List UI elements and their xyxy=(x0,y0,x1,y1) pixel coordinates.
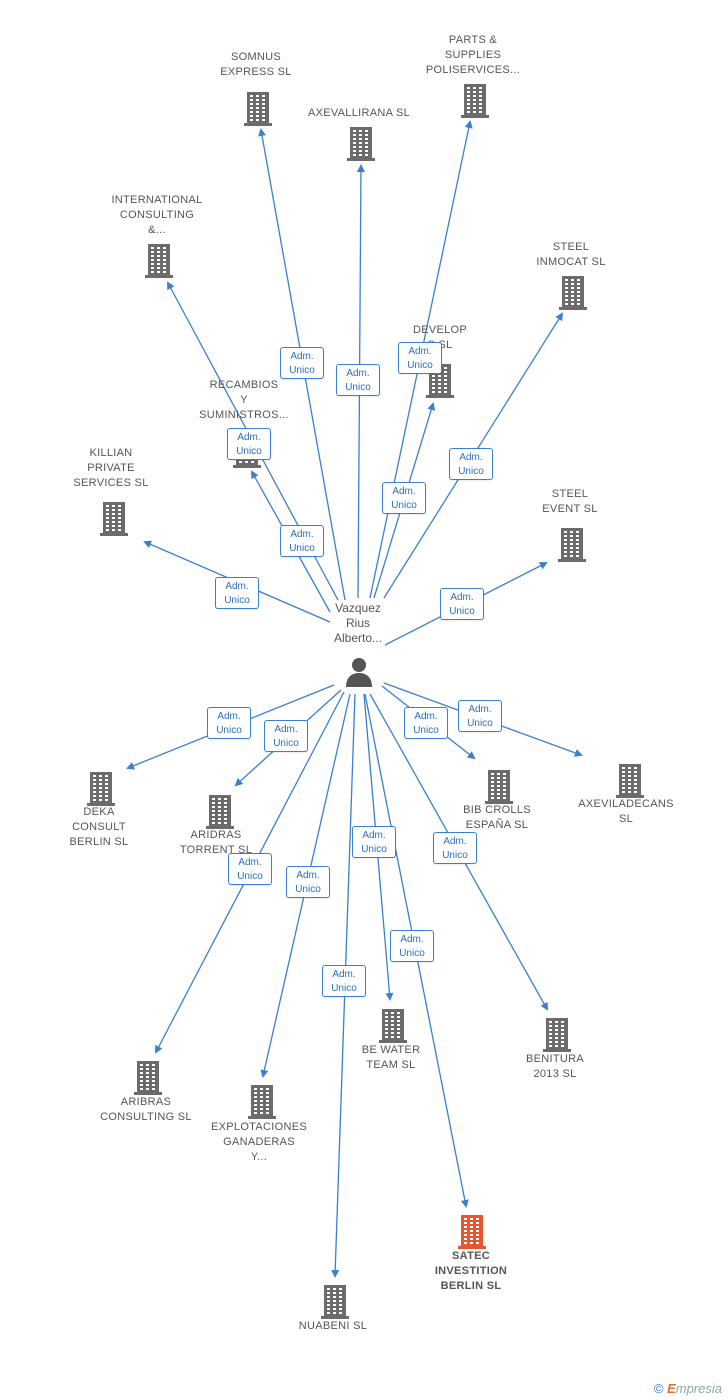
relation-role-line1: Adm. xyxy=(459,452,483,463)
relation-role-line1: Adm. xyxy=(238,857,262,868)
relation-role-line2: Unico xyxy=(331,983,357,994)
relation-role-line1: Adm. xyxy=(290,351,314,362)
relation-role-line2: Unico xyxy=(407,360,433,371)
company-label-international[interactable]: INTERNATIONAL CONSULTING &... xyxy=(111,194,203,236)
relation-role-line1: Adm. xyxy=(225,581,249,592)
relation-role-line1: Adm. xyxy=(392,486,416,497)
company-label-recambios[interactable]: RECAMBIOS Y SUMINISTROS... xyxy=(199,379,289,421)
relation-role-line1: Adm. xyxy=(296,870,320,881)
relation-role-line2: Unico xyxy=(224,595,250,606)
relation-role-line2: Unico xyxy=(236,446,262,457)
company-label-axevallirana[interactable]: AXEVALLIRANA SL xyxy=(307,107,411,119)
relation-role-line2: Unico xyxy=(273,738,299,749)
building-icon[interactable] xyxy=(456,1213,488,1254)
relation-badge-bib[interactable]: Adm. Unico xyxy=(404,707,448,739)
relation-badge-bewater[interactable]: Adm. Unico xyxy=(352,826,396,858)
relation-role-line1: Adm. xyxy=(468,704,492,715)
relation-role-line2: Unico xyxy=(289,365,315,376)
relation-badge-parts[interactable]: Adm. Unico xyxy=(398,342,442,374)
relation-role-line1: Adm. xyxy=(274,724,298,735)
building-icon[interactable] xyxy=(377,1007,409,1048)
center-person-label[interactable]: Vazquez Rius Alberto... xyxy=(333,601,383,645)
relation-badge-satec[interactable]: Adm. Unico xyxy=(390,930,434,962)
relation-role-line2: Unico xyxy=(458,466,484,477)
company-label-aribras[interactable]: ARIBRAS CONSULTING SL xyxy=(100,1096,192,1123)
relation-badge-deka[interactable]: Adm. Unico xyxy=(207,707,251,739)
empresia-watermark: © Empresia xyxy=(653,1381,722,1396)
company-label-somnus[interactable]: SOMNUS EXPRESS SL xyxy=(220,51,292,78)
company-label-axeviladecans[interactable]: AXEVILADECANS SL xyxy=(578,798,674,825)
relation-badge-nuabeni[interactable]: Adm. Unico xyxy=(322,965,366,997)
building-icon[interactable] xyxy=(98,500,130,541)
relation-role-line1: Adm. xyxy=(443,836,467,847)
relation-role-line2: Unico xyxy=(399,948,425,959)
building-icon[interactable] xyxy=(345,125,377,166)
person-icon[interactable] xyxy=(344,656,374,688)
relation-role-line1: Adm. xyxy=(408,346,432,357)
building-icon[interactable] xyxy=(483,768,515,809)
building-icon[interactable] xyxy=(557,274,589,315)
building-icon[interactable] xyxy=(242,90,274,131)
relation-role-line2: Unico xyxy=(289,543,315,554)
relation-role-line2: Unico xyxy=(467,718,493,729)
relation-role-line1: Adm. xyxy=(450,592,474,603)
company-label-parts[interactable]: PARTS & SUPPLIES POLISERVICES... xyxy=(425,34,521,76)
building-icon[interactable] xyxy=(85,770,117,811)
relation-role-line2: Unico xyxy=(442,850,468,861)
relation-badge-aribras[interactable]: Adm. Unico xyxy=(228,853,272,885)
relation-badge-steel-event[interactable]: Adm. Unico xyxy=(440,588,484,620)
building-icon[interactable] xyxy=(541,1016,573,1057)
relation-role-line1: Adm. xyxy=(362,830,386,841)
building-icon[interactable] xyxy=(246,1083,278,1124)
relation-role-line1: Adm. xyxy=(237,432,261,443)
relation-role-line2: Unico xyxy=(345,382,371,393)
company-label-steel-event[interactable]: STEEL EVENT SL xyxy=(542,488,598,515)
relation-role-line2: Unico xyxy=(295,884,321,895)
company-label-nuabeni[interactable]: NUABENI SL xyxy=(298,1320,368,1332)
building-icon[interactable] xyxy=(204,793,236,834)
relation-badge-recambios[interactable]: Adm. Unico xyxy=(227,428,271,460)
building-icon[interactable] xyxy=(614,762,646,803)
relation-badge-killian[interactable]: Adm. Unico xyxy=(215,577,259,609)
relation-role-line2: Unico xyxy=(237,871,263,882)
building-icon[interactable] xyxy=(556,526,588,567)
company-label-explotaciones[interactable]: EXPLOTACIONES GANADERAS Y... xyxy=(211,1121,307,1163)
relation-role-line2: Unico xyxy=(391,500,417,511)
company-label-steel-inmocat[interactable]: STEEL INMOCAT SL xyxy=(536,241,606,268)
relation-badge-somnus[interactable]: Adm. Unico xyxy=(280,347,324,379)
relation-role-line2: Unico xyxy=(413,725,439,736)
relation-badge-develop[interactable]: Adm. Unico xyxy=(382,482,426,514)
building-icon[interactable] xyxy=(459,82,491,123)
relation-role-line1: Adm. xyxy=(414,711,438,722)
relation-role-line1: Adm. xyxy=(332,969,356,980)
relation-badge-explotaciones[interactable]: Adm. Unico xyxy=(286,866,330,898)
company-label-benitura[interactable]: BENITURA 2013 SL xyxy=(525,1053,585,1080)
building-icon[interactable] xyxy=(143,242,175,283)
relation-role-line1: Adm. xyxy=(400,934,424,945)
building-icon[interactable] xyxy=(319,1283,351,1324)
relation-badge-steel-inmocat[interactable]: Adm. Unico xyxy=(449,448,493,480)
relation-role-line1: Adm. xyxy=(290,529,314,540)
relation-badge-international[interactable]: Adm. Unico xyxy=(280,525,324,557)
building-icon[interactable] xyxy=(132,1059,164,1100)
relation-badge-axevallirana[interactable]: Adm. Unico xyxy=(336,364,380,396)
company-label-bib[interactable]: BIB CROLLS ESPAÑA SL xyxy=(463,804,531,831)
relation-badge-benitura[interactable]: Adm. Unico xyxy=(433,832,477,864)
relation-role-line1: Adm. xyxy=(346,368,370,379)
company-label-killian[interactable]: KILLIAN PRIVATE SERVICES SL xyxy=(73,447,149,489)
relation-badge-axeviladecans[interactable]: Adm. Unico xyxy=(458,700,502,732)
relation-role-line1: Adm. xyxy=(217,711,241,722)
relation-role-line2: Unico xyxy=(361,844,387,855)
company-label-deka[interactable]: DEKA CONSULT BERLIN SL xyxy=(69,806,129,848)
company-label-bewater[interactable]: BE WATER TEAM SL xyxy=(361,1044,421,1071)
relation-badge-aridras[interactable]: Adm. Unico xyxy=(264,720,308,752)
relation-role-line2: Unico xyxy=(449,606,475,617)
relation-role-line2: Unico xyxy=(216,725,242,736)
company-label-satec[interactable]: SATEC INVESTITION BERLIN SL xyxy=(434,1250,508,1292)
